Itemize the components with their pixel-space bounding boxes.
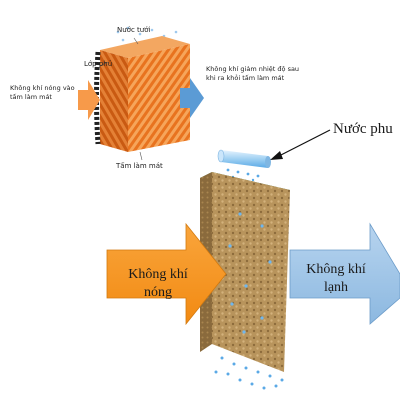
top-cooled-air-arrow-icon	[180, 78, 204, 118]
top-water-label: Nước tưới	[117, 26, 150, 34]
top-diagram	[78, 26, 204, 161]
top-pad-front-face	[100, 50, 128, 152]
falling-water-drops	[214, 356, 284, 390]
pipe-water-drops	[226, 168, 260, 182]
top-cooled-air-label-line1: Không khí giảm nhiệt độ sau	[206, 65, 299, 73]
top-pad-top-face	[100, 36, 190, 58]
top-hot-air-in-label-line1: Không khí nóng vào	[10, 84, 75, 92]
bottom-diagram	[106, 129, 400, 390]
cold-air-label-line1: Không khí	[306, 262, 366, 277]
top-hot-air-arrow-icon	[78, 80, 100, 120]
top-cooled-air-label-line2: khi ra khỏi tấm làm mát	[206, 74, 285, 82]
top-pad-label: Tấm làm mát	[115, 162, 163, 170]
bottom-water-label: Nước phu	[333, 121, 393, 137]
hot-air-label-line1: Không khí	[128, 267, 188, 282]
hot-air-arrow-icon	[106, 222, 227, 326]
hot-air-label-line2: nóng	[144, 285, 172, 300]
top-cover-label: Lớp phủ	[84, 60, 112, 68]
pad-water-drops	[228, 212, 272, 334]
water-pipe-icon	[217, 149, 271, 168]
top-pad-right-face	[128, 44, 190, 152]
bottom-pad-front-face	[212, 172, 290, 372]
cold-air-label-line2: lạnh	[324, 280, 348, 295]
cold-air-arrow-icon	[289, 222, 400, 325]
top-hot-air-in-label-line2: tấm làm mát	[10, 93, 52, 101]
